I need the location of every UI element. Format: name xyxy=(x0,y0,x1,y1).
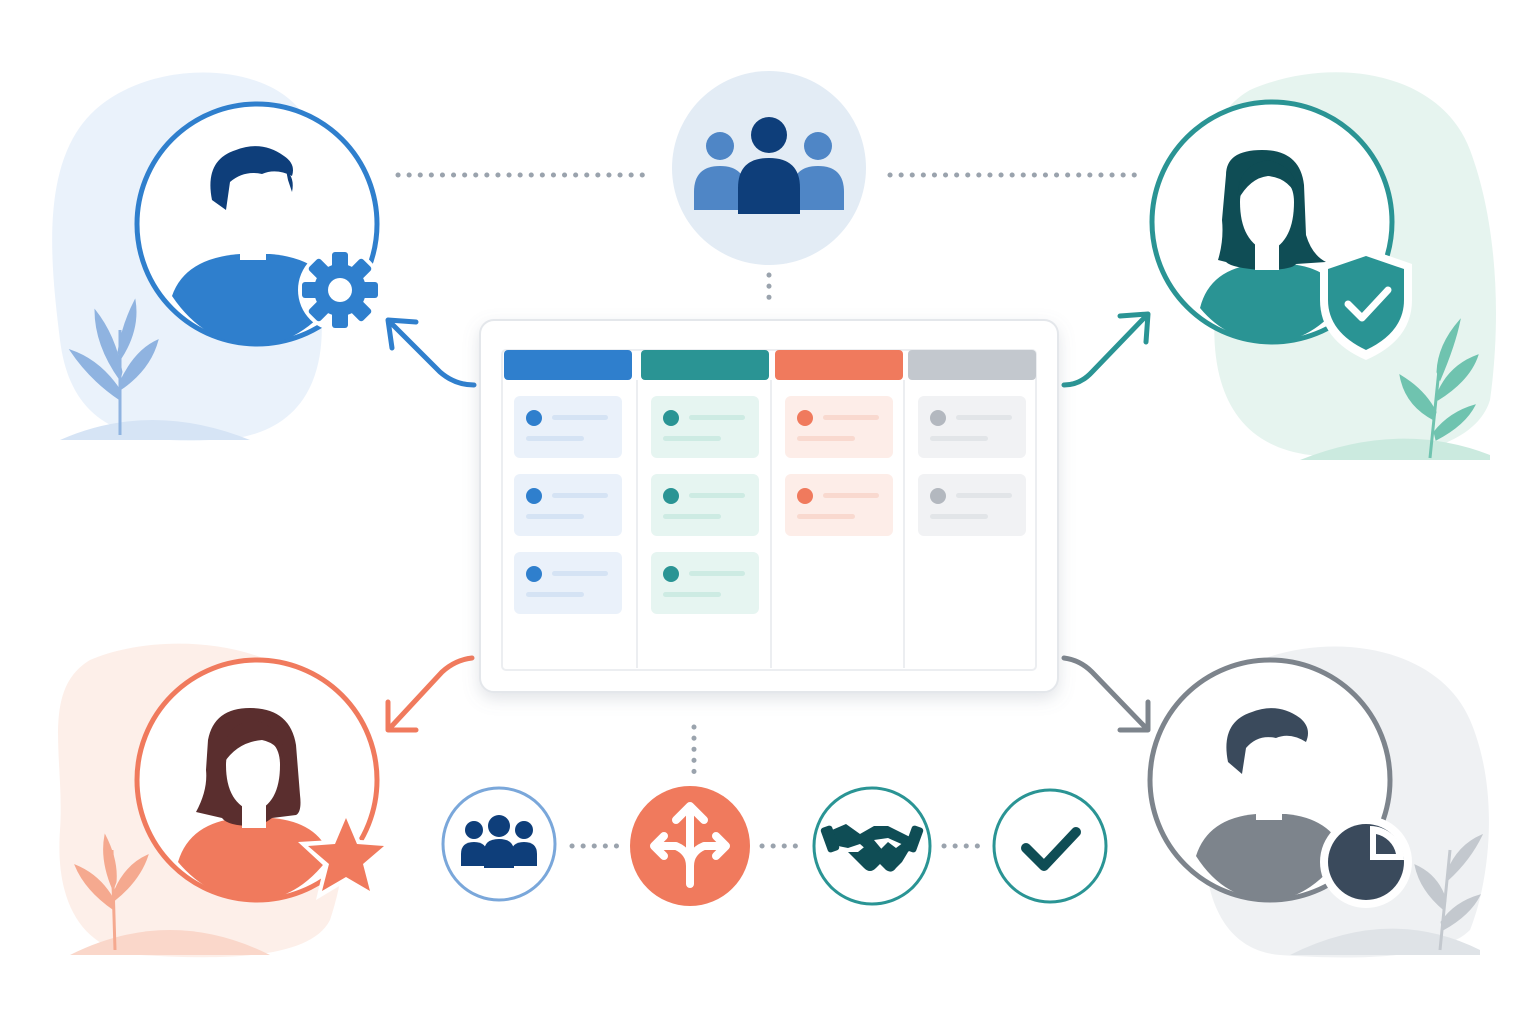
task-card-bg xyxy=(514,396,622,458)
task-status-dot xyxy=(526,566,542,582)
process-step-team xyxy=(441,786,557,902)
task-card xyxy=(514,396,622,458)
gear-icon xyxy=(298,248,382,332)
task-card xyxy=(785,396,893,458)
task-card xyxy=(651,396,759,458)
task-title-line xyxy=(823,415,879,420)
task-card xyxy=(918,396,1026,458)
task-detail-line xyxy=(797,436,855,441)
security-officer-avatar xyxy=(1200,150,1344,342)
administrator-avatar xyxy=(172,146,338,345)
role-analyst xyxy=(1147,657,1412,908)
team-icon xyxy=(461,815,537,868)
task-detail-line xyxy=(526,592,584,597)
task-card-bg xyxy=(514,474,622,536)
task-detail-line xyxy=(797,514,855,519)
task-status-dot xyxy=(663,566,679,582)
analyst-avatar xyxy=(1196,708,1344,900)
admin-hill xyxy=(60,420,250,440)
column-header xyxy=(504,350,632,380)
process-step-agreement xyxy=(812,786,932,906)
board-column xyxy=(504,350,632,614)
task-detail-line xyxy=(663,592,721,597)
task-detail-line xyxy=(663,514,721,519)
pie-chart-icon xyxy=(1320,816,1412,908)
column-header xyxy=(775,350,903,380)
board-column xyxy=(903,350,1036,668)
task-card xyxy=(651,552,759,614)
column-header xyxy=(641,350,769,380)
task-status-dot xyxy=(930,410,946,426)
board-columns xyxy=(504,350,1036,668)
star-icon xyxy=(298,808,394,900)
column-header xyxy=(908,350,1036,380)
task-card-bg xyxy=(651,396,759,458)
task-detail-line xyxy=(930,436,988,441)
security-hill xyxy=(1300,438,1490,460)
arrow-to-admin xyxy=(385,317,477,388)
task-title-line xyxy=(689,493,745,498)
team-hub xyxy=(672,71,866,265)
handshake-icon xyxy=(820,824,924,872)
process-step-decision xyxy=(630,786,750,906)
role-administrator xyxy=(134,101,382,347)
task-detail-line xyxy=(930,514,988,519)
checkmark-icon xyxy=(1021,827,1081,871)
dotted-connectors xyxy=(395,172,1143,849)
task-title-line xyxy=(552,415,608,420)
task-card-bg xyxy=(651,552,759,614)
contributor-plant xyxy=(74,833,149,951)
arrow-to-contributor xyxy=(385,655,475,733)
task-card xyxy=(918,474,1026,536)
task-title-line xyxy=(956,415,1012,420)
task-card xyxy=(651,474,759,536)
task-title-line xyxy=(956,493,1012,498)
arrow-to-security xyxy=(1061,311,1151,388)
task-title-line xyxy=(823,493,879,498)
task-card-bg xyxy=(514,552,622,614)
team-group-icon xyxy=(694,117,844,214)
task-status-dot xyxy=(930,488,946,504)
task-board xyxy=(479,319,1059,693)
task-card xyxy=(785,474,893,536)
task-card-bg xyxy=(785,396,893,458)
task-card-bg xyxy=(918,474,1026,536)
security-plant xyxy=(1399,318,1479,459)
task-status-dot xyxy=(526,488,542,504)
task-status-dot xyxy=(526,410,542,426)
contributor-hill xyxy=(70,930,270,955)
board-column xyxy=(636,350,769,668)
task-card xyxy=(514,474,622,536)
task-status-dot xyxy=(663,488,679,504)
arrow-to-analyst xyxy=(1061,655,1151,733)
task-detail-line xyxy=(663,436,721,441)
decision-split-icon xyxy=(650,802,730,888)
task-card-bg xyxy=(785,474,893,536)
analyst-hill xyxy=(1290,928,1480,955)
task-card-bg xyxy=(918,396,1026,458)
task-card-bg xyxy=(651,474,759,536)
role-security-officer xyxy=(1149,99,1412,360)
admin-plant xyxy=(68,298,159,435)
task-status-dot xyxy=(663,410,679,426)
task-detail-line xyxy=(526,514,584,519)
task-title-line xyxy=(689,415,745,420)
contributor-avatar xyxy=(178,708,330,900)
task-status-dot xyxy=(797,410,813,426)
shield-check-icon xyxy=(1320,248,1412,360)
task-title-line xyxy=(552,571,608,576)
process-step-complete xyxy=(992,788,1108,904)
task-title-line xyxy=(689,571,745,576)
board-column xyxy=(770,350,903,668)
task-card xyxy=(514,552,622,614)
task-title-line xyxy=(552,493,608,498)
task-status-dot xyxy=(797,488,813,504)
task-detail-line xyxy=(526,436,584,441)
role-contributor xyxy=(134,657,394,903)
analyst-plant xyxy=(1414,834,1484,951)
